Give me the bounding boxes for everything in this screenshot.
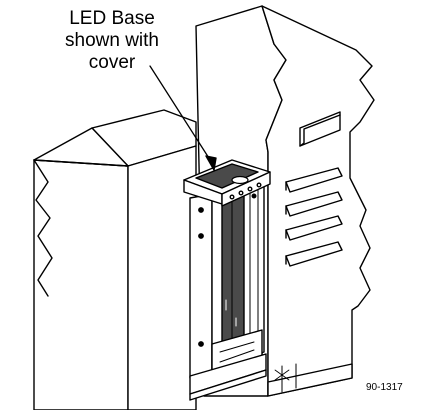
figure-id-label: 90-1317 <box>366 382 403 393</box>
callout-leader-arrow <box>149 65 217 171</box>
callout-label-line1: LED Base <box>69 8 155 29</box>
callout-label-line2: shown with <box>65 30 159 51</box>
left-cabinet <box>33 109 197 410</box>
led-base <box>183 159 271 401</box>
callout-label-line3: cover <box>88 52 136 73</box>
